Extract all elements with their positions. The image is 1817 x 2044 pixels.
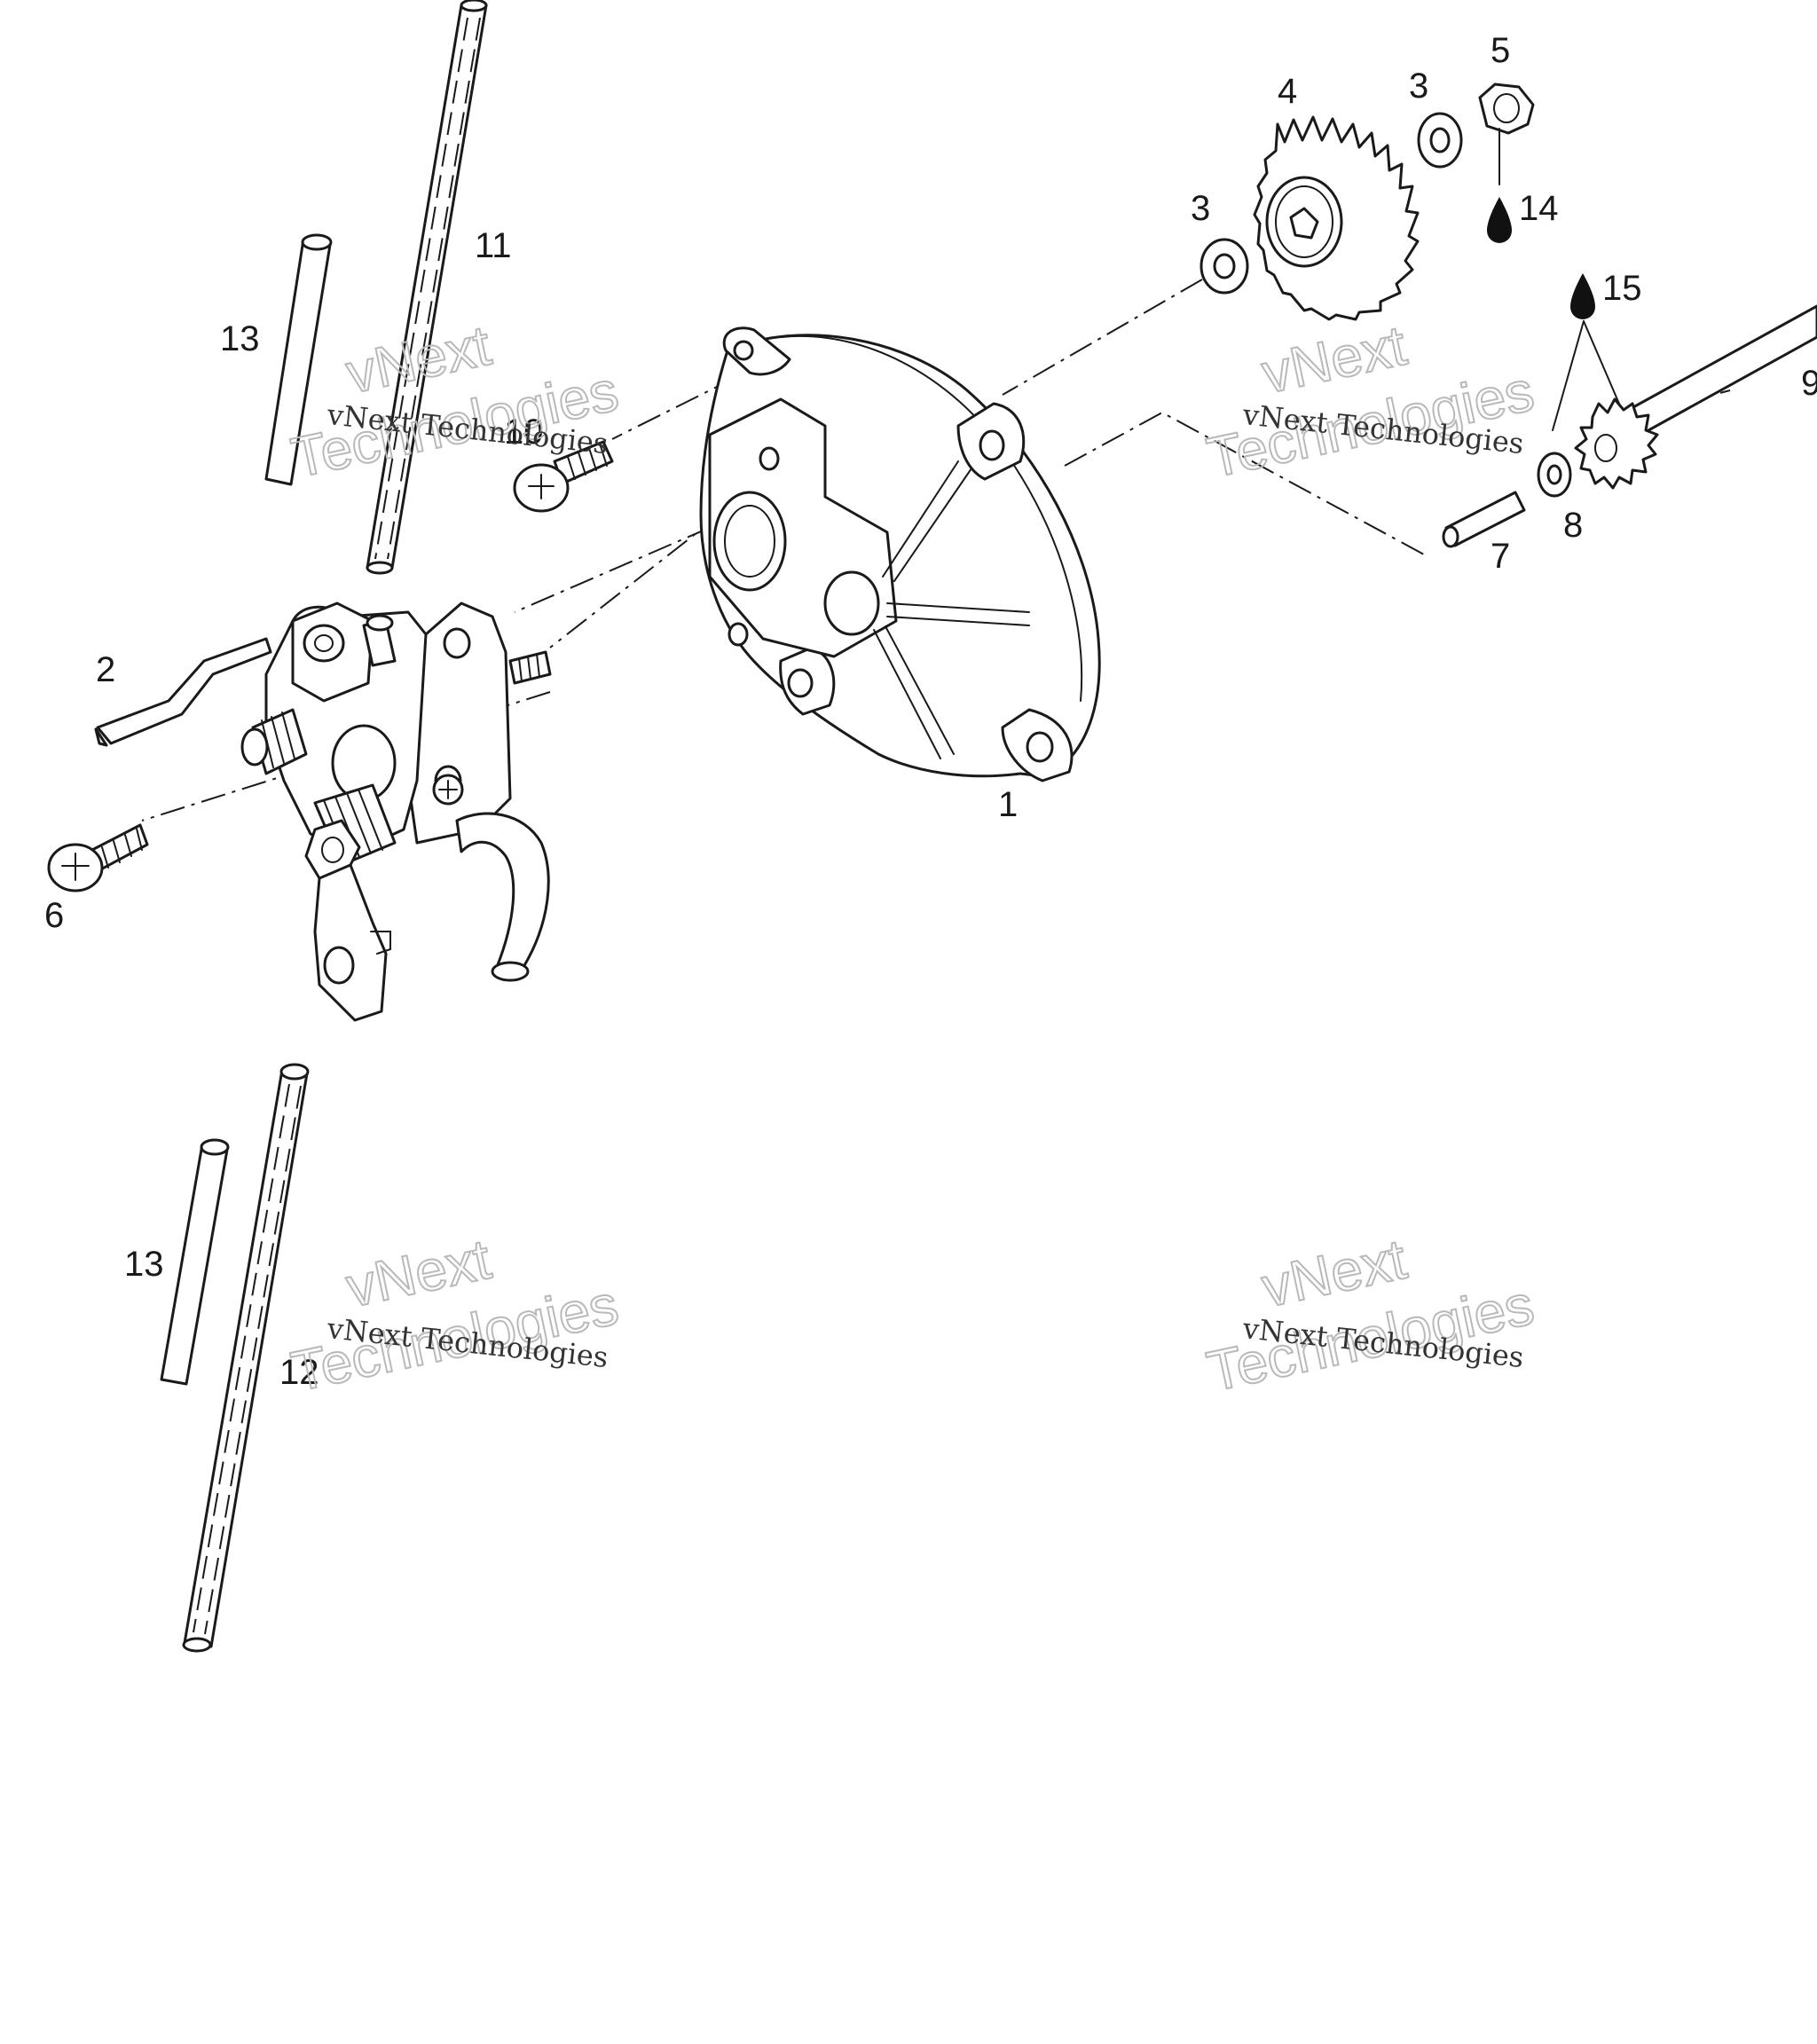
callout-11: 11 (475, 226, 512, 265)
watermark-top-right: vNext Technologies (1200, 312, 1539, 491)
gear-4 (1253, 115, 1420, 321)
pump-cover-1 (699, 326, 1101, 782)
bracket-2 (94, 637, 272, 747)
callout-15: 15 (1602, 269, 1642, 308)
tube-11 (366, 0, 488, 575)
tube-12 (182, 1063, 310, 1653)
callout-3-left: 3 (1191, 189, 1210, 228)
callout-9: 9 (1801, 364, 1817, 403)
oil-pump-body (240, 601, 552, 1022)
callout-6: 6 (44, 896, 64, 935)
drive-shaft-9 (1574, 304, 1817, 490)
watermark-bottom-right: vNext Technologies (1200, 1226, 1539, 1404)
washer-8 (1537, 452, 1572, 498)
callout-4: 4 (1278, 72, 1297, 111)
lubricant-pointers (1552, 320, 1620, 431)
tube-13-lower (160, 1138, 230, 1386)
callout-14: 14 (1519, 189, 1559, 228)
callout-8: 8 (1563, 506, 1583, 545)
screw-6 (47, 823, 149, 892)
callout-2: 2 (96, 650, 115, 689)
callout-5: 5 (1491, 31, 1510, 70)
callout-13-lower: 13 (124, 1245, 164, 1284)
washer-3-right (1417, 112, 1463, 169)
screw-10 (513, 440, 614, 513)
tube-13-upper (264, 233, 333, 486)
oil-drop-icon (1487, 197, 1512, 243)
callout-labels: 1 2 3 3 4 5 6 7 8 9 10 11 12 13 13 14 15 (44, 31, 1817, 1392)
callout-3-right: 3 (1409, 67, 1428, 106)
callout-1: 1 (998, 785, 1018, 824)
callout-7: 7 (1491, 537, 1510, 576)
watermark-bottom-left: vNext Technologies (285, 1226, 624, 1404)
callout-10: 10 (504, 413, 544, 452)
oil-drop-icon (1570, 273, 1595, 319)
watermark-top-left: vNext Technologies (285, 312, 624, 491)
pin-7 (1442, 491, 1526, 548)
callout-13-upper: 13 (220, 319, 260, 358)
nut-5 (1478, 83, 1535, 185)
callout-12: 12 (279, 1353, 319, 1392)
washer-3-left (1200, 238, 1249, 295)
